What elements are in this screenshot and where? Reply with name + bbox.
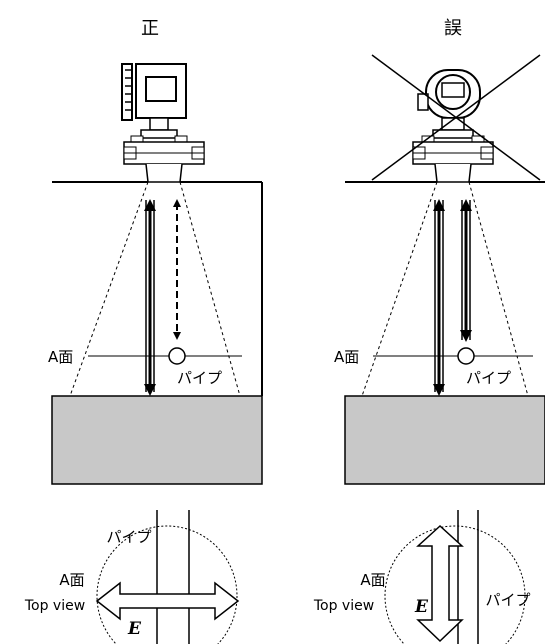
pipe-label-right: パイプ — [466, 369, 511, 387]
e-field-arrow-horizontal — [95, 581, 240, 621]
transmitter-wrong — [412, 69, 494, 183]
display-screen — [145, 76, 177, 102]
pipe-section-right — [457, 347, 475, 365]
top-view-circle-right — [384, 525, 526, 644]
heading-wrong: 誤 — [444, 18, 462, 39]
e-symbol: E — [127, 619, 142, 639]
pipe-label: パイプ — [177, 369, 222, 387]
liquid-right — [344, 395, 545, 485]
top-view-plane-label: A面 — [59, 571, 84, 589]
pipe-section — [168, 347, 186, 365]
e-field-arrow-vertical — [416, 524, 464, 643]
liquid — [51, 395, 263, 485]
cross-line-2 — [371, 54, 541, 181]
top-view-label: Top view — [24, 598, 85, 614]
horn-antenna — [145, 163, 183, 183]
plane-label: A面 — [48, 348, 73, 366]
top-view-circle — [96, 525, 238, 644]
top-view-plane-label-right: A面 — [360, 571, 385, 589]
housing-cover — [121, 63, 133, 121]
heading-correct: 正 — [141, 18, 159, 39]
neck — [149, 117, 169, 131]
top-view-label-right: Top view — [313, 598, 374, 614]
plane-label-right: A面 — [334, 348, 359, 366]
top-view-pipe-label: パイプ — [106, 528, 151, 546]
top-view-pipe-label-right: パイプ — [485, 591, 530, 609]
e-symbol-right: E — [414, 597, 429, 617]
beam-edge-right — [179, 181, 241, 397]
transmitter-correct — [121, 63, 205, 183]
display-screen — [441, 82, 465, 98]
beam-edge-left — [69, 181, 149, 397]
